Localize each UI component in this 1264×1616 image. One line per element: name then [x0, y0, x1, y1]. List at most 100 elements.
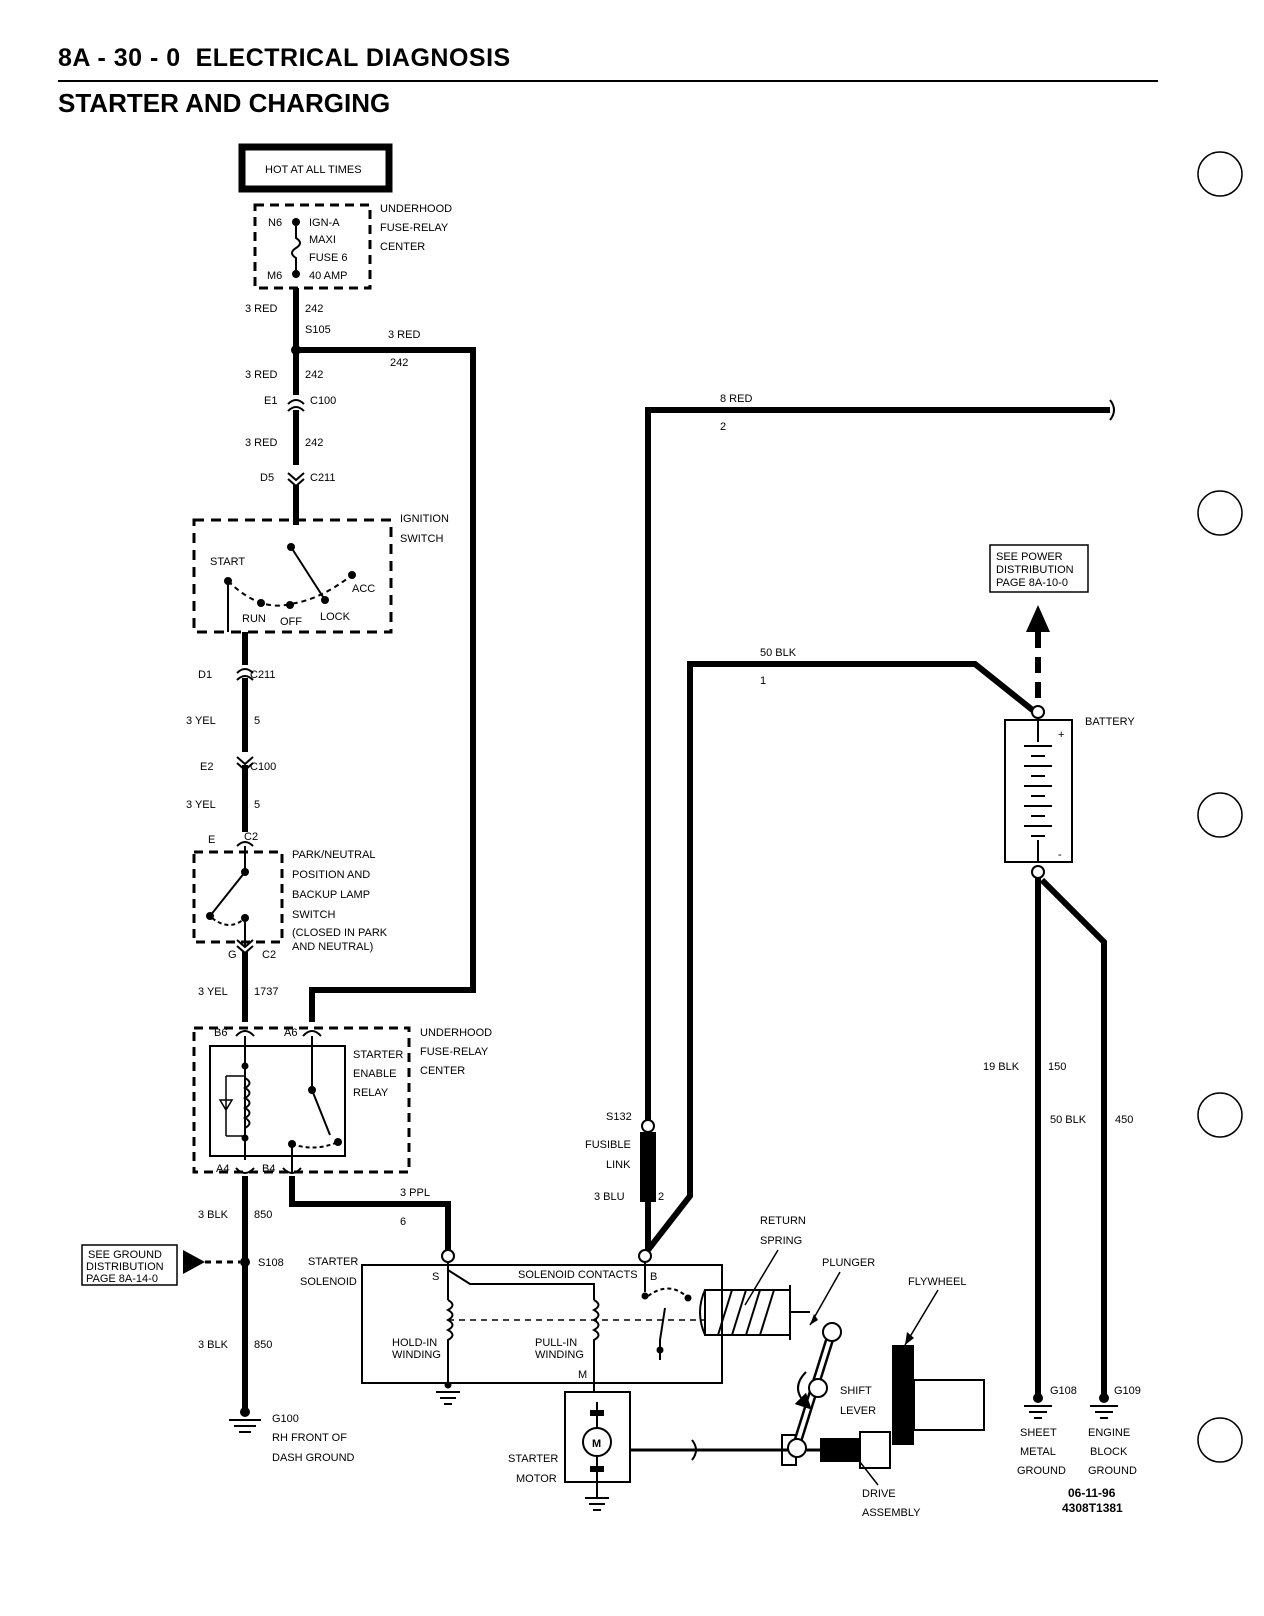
splice-s132: [641, 1119, 655, 1133]
fuse-name-3: FUSE 6: [309, 252, 348, 264]
starter-motor-label-2: MOTOR: [516, 1473, 557, 1485]
ign-terminal-acc: [348, 571, 356, 579]
terminal-s: S: [432, 1271, 439, 1283]
ground-dist-label-1: SEE GROUND: [88, 1249, 162, 1261]
circuit-1737: 1737: [254, 986, 278, 998]
page-code: 8A - 30 - 0: [58, 44, 181, 72]
wire-label-50blk-top: 50 BLK: [760, 647, 797, 659]
return-spring-label-1: RETURN: [760, 1215, 806, 1227]
wire-50blk-battery: [645, 661, 1037, 1252]
ignition-switch-blade: [290, 546, 326, 601]
connector-c2-label-bottom: C2: [262, 949, 276, 961]
power-distribution-box: [989, 544, 1089, 593]
drive-pinion: [820, 1438, 860, 1462]
fuse-pin-m6: M6: [267, 270, 282, 282]
figure-date: 06-11-96: [1068, 1486, 1116, 1500]
page-section: ELECTRICAL DIAGNOSIS: [195, 44, 511, 72]
ign-pos-run: RUN: [242, 613, 266, 625]
connector-c100-label: C100: [310, 395, 336, 407]
fusible-link-label-1: FUSIBLE: [585, 1139, 631, 1151]
page-header: 8A - 30 - 0 ELECTRICAL DIAGNOSIS: [58, 44, 511, 73]
wire-label-3red-4: 3 RED: [245, 437, 277, 449]
wire-label-3ppl: 3 PPL: [400, 1187, 430, 1199]
relay-pin-a4-label: A4: [216, 1163, 229, 1175]
connector-c100-e2-bottom: [236, 762, 254, 772]
binder-hole: [1197, 151, 1243, 197]
battery-plus: +: [1058, 729, 1064, 741]
ign-pos-start: START: [210, 556, 245, 568]
power-distribution-arrow: [1026, 605, 1050, 632]
flywheel-label: FLYWHEEL: [908, 1276, 966, 1288]
relay-pin-b4: [282, 1167, 302, 1174]
fuse-center-label-2: FUSE-RELAY: [380, 222, 449, 234]
relay-coil: [242, 1077, 251, 1129]
ign-terminal-run: [257, 599, 265, 607]
wire-label-3red-1: 3 RED: [245, 303, 277, 315]
ground-g100-location-2: DASH GROUND: [272, 1452, 355, 1464]
battery-label: BATTERY: [1085, 716, 1135, 728]
pin-e1: E1: [264, 395, 277, 407]
pull-in-label-1: PULL-IN: [535, 1337, 577, 1349]
pin-e2: E2: [200, 761, 213, 773]
connector-c211-d1-bottom: [236, 675, 254, 681]
ground-g108-symbol: [1024, 1405, 1052, 1419]
binder-holes: [1197, 151, 1243, 1463]
connector-c211-label: C211: [310, 472, 335, 484]
starter-enable-relay: [209, 1045, 346, 1157]
ground-g100-symbol: [229, 1419, 261, 1433]
pull-in-winding-coil: [591, 1299, 600, 1392]
drive-assembly-label-1: DRIVE: [862, 1488, 896, 1500]
wire-label-3yel-2: 3 YEL: [186, 799, 216, 811]
sheet-metal-label-3: GROUND: [1017, 1465, 1066, 1477]
figure-id: 4308T1381: [1062, 1501, 1123, 1515]
ground-dist-label-3: PAGE 8A-14-0: [86, 1273, 158, 1285]
starter-motor-label-1: STARTER: [508, 1453, 558, 1465]
circuit-450: 450: [1115, 1114, 1133, 1126]
wire-8red: [645, 407, 1110, 1120]
wire-label-3yel-3: 3 YEL: [198, 986, 228, 998]
pin-d5: D5: [260, 472, 274, 484]
circuit-242-2: 242: [390, 357, 408, 369]
ignition-switch-label-1: IGNITION: [400, 513, 449, 525]
wire-label-3yel-1: 3 YEL: [186, 715, 216, 727]
circuit-850-1: 850: [254, 1209, 272, 1221]
fusible-link-label-2: LINK: [606, 1159, 631, 1171]
splice-s108: [240, 1257, 250, 1267]
relay-pin-b4-label: B4: [262, 1163, 275, 1175]
pin-g: G: [228, 949, 237, 961]
relay-pin-b6-label: B6: [214, 1027, 227, 1039]
ignition-switch-box: [192, 518, 393, 634]
connector-c211-d1-top: [236, 668, 254, 674]
starter-solenoid-box: [361, 1264, 723, 1384]
plunger-label: PLUNGER: [822, 1257, 875, 1269]
starter-solenoid-label-2: SOLENOID: [300, 1276, 357, 1288]
park-neutral-label-5: (CLOSED IN PARK: [292, 927, 388, 939]
circuit-6: 6: [400, 1216, 406, 1228]
ground-distribution-box: [81, 1244, 178, 1286]
ground-g108-label: G108: [1050, 1385, 1077, 1397]
hold-in-ground-symbol: [436, 1391, 460, 1405]
circuit-242-3: 242: [305, 369, 323, 381]
ign-pos-off: OFF: [280, 616, 302, 628]
splice-s105-label: S105: [305, 324, 331, 336]
fuse-box: [253, 203, 372, 290]
connector-c100-e2-label: C100: [250, 761, 276, 773]
return-spring-coils: [717, 1289, 775, 1336]
binder-hole: [1197, 490, 1243, 536]
connector-c2-bottom-1: [236, 939, 254, 949]
circuit-5-1: 5: [254, 715, 260, 727]
park-neutral-switch-blade: [209, 871, 246, 917]
park-neutral-label-6: AND NEUTRAL): [292, 941, 373, 953]
solenoid-contacts-label: SOLENOID CONTACTS: [518, 1269, 638, 1281]
relay-center-label-1: UNDERHOOD: [420, 1027, 492, 1039]
header-rule: [58, 80, 1158, 82]
fuse-name-4: 40 AMP: [309, 270, 348, 282]
wire-label-3red-3: 3 RED: [245, 369, 277, 381]
starter-motor-letter: M: [592, 1438, 601, 1450]
circuit-5-2: 5: [254, 799, 260, 811]
relay-contact-blade: [311, 1089, 331, 1136]
splice-s132-label: S132: [606, 1111, 632, 1123]
wire-label-3blk-2: 3 BLK: [198, 1339, 229, 1351]
hold-in-label-1: HOLD-IN: [392, 1337, 437, 1349]
relay-center-label-2: FUSE-RELAY: [420, 1046, 489, 1058]
